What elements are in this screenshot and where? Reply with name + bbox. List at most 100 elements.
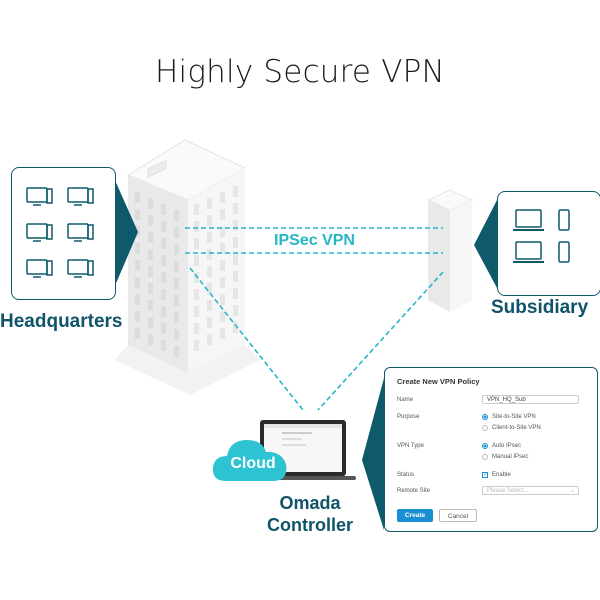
- cancel-button[interactable]: Cancel: [439, 509, 477, 522]
- cloud-label: Cloud: [230, 455, 276, 472]
- window: [174, 210, 179, 221]
- omada-controller-label: Omada Controller: [245, 492, 375, 536]
- checkmark-icon: ✓: [482, 472, 489, 478]
- window: [233, 220, 238, 231]
- window: [207, 317, 212, 328]
- ipsec-vpn-label: IPSec VPN: [274, 232, 355, 249]
- window: [148, 215, 153, 226]
- window: [194, 204, 199, 215]
- window: [207, 283, 212, 294]
- window: [207, 215, 212, 226]
- window: [207, 249, 212, 260]
- dialog-title: Create New VPN Policy: [397, 377, 480, 386]
- vpn-type-manual-radio[interactable]: Manual IPsec: [482, 454, 528, 460]
- window: [233, 288, 238, 299]
- window: [194, 255, 199, 266]
- window: [220, 226, 225, 237]
- window: [194, 272, 199, 283]
- checkbox-label: Enable: [492, 472, 511, 478]
- chevron-down-icon: ⌄: [569, 488, 575, 494]
- subsidiary-building: [426, 189, 474, 312]
- window: [220, 243, 225, 254]
- window: [207, 198, 212, 209]
- window: [233, 305, 238, 316]
- window: [194, 306, 199, 317]
- name-label: Name: [397, 397, 414, 403]
- window: [194, 221, 199, 232]
- window: [220, 328, 225, 339]
- status-label: Status: [397, 472, 415, 478]
- headquarters-label: Headquarters: [0, 311, 123, 332]
- window: [148, 317, 153, 328]
- radio-label: Client-to-Site VPN: [492, 425, 541, 431]
- window: [148, 198, 153, 209]
- headquarters-building: [115, 139, 260, 395]
- window: [135, 192, 140, 203]
- radio-selected-icon: [482, 414, 488, 420]
- headquarters-windows: [135, 186, 238, 357]
- create-vpn-policy-dialog: Create New VPN Policy Name VPN_HQ_Sub Pu…: [384, 367, 598, 532]
- window: [135, 209, 140, 220]
- window: [194, 289, 199, 300]
- window: [161, 289, 166, 300]
- window: [194, 238, 199, 249]
- window: [161, 340, 166, 351]
- window: [161, 238, 166, 249]
- purpose-site-to-site-radio[interactable]: Site-to-Site VPN: [482, 414, 536, 420]
- window: [135, 311, 140, 322]
- window: [220, 260, 225, 271]
- omada-label-line1: Omada: [279, 493, 341, 513]
- subsidiary-pointer: [474, 200, 497, 288]
- window: [148, 283, 153, 294]
- window: [233, 322, 238, 333]
- window: [207, 266, 212, 277]
- purpose-label: Purpose: [397, 414, 420, 420]
- status-enable-checkbox[interactable]: ✓Enable: [482, 472, 511, 478]
- window: [194, 340, 199, 351]
- window: [207, 232, 212, 243]
- window: [174, 312, 179, 323]
- window: [194, 323, 199, 334]
- remote-site-select[interactable]: Please Select... ⌄: [482, 486, 579, 495]
- window: [135, 277, 140, 288]
- name-input[interactable]: VPN_HQ_Sub: [482, 395, 579, 404]
- radio-label: Site-to-Site VPN: [492, 414, 536, 420]
- window: [135, 260, 140, 271]
- window: [135, 294, 140, 305]
- subsidiary-device-panel: [497, 191, 600, 296]
- cloud-icon: [212, 440, 287, 481]
- window: [161, 272, 166, 283]
- select-placeholder: Please Select...: [487, 488, 529, 494]
- purpose-client-to-site-radio[interactable]: Client-to-Site VPN: [482, 425, 541, 431]
- subsidiary-label: Subsidiary: [491, 297, 589, 318]
- radio-unselected-icon: [482, 425, 488, 431]
- window: [207, 334, 212, 345]
- window: [148, 232, 153, 243]
- window: [174, 244, 179, 255]
- window: [174, 329, 179, 340]
- vpn-type-auto-radio[interactable]: Auto IPsec: [482, 443, 521, 449]
- radio-label: Manual IPsec: [492, 454, 529, 460]
- window: [148, 300, 153, 311]
- vpn-type-label: VPN Type: [397, 443, 424, 449]
- remote-site-label: Remote Site: [397, 488, 431, 494]
- window: [135, 243, 140, 254]
- window: [148, 249, 153, 260]
- window: [233, 237, 238, 248]
- window: [233, 186, 238, 197]
- headquarters-device-panel: [11, 167, 116, 300]
- window: [174, 278, 179, 289]
- window: [174, 295, 179, 306]
- window: [220, 294, 225, 305]
- create-button[interactable]: Create: [397, 509, 433, 522]
- radio-selected-icon: [482, 443, 488, 449]
- window: [220, 277, 225, 288]
- window: [174, 227, 179, 238]
- window: [161, 221, 166, 232]
- window: [161, 323, 166, 334]
- window: [220, 311, 225, 322]
- vpn-tunnel-lines: [185, 227, 444, 411]
- window: [233, 203, 238, 214]
- hq-pointer: [114, 178, 138, 288]
